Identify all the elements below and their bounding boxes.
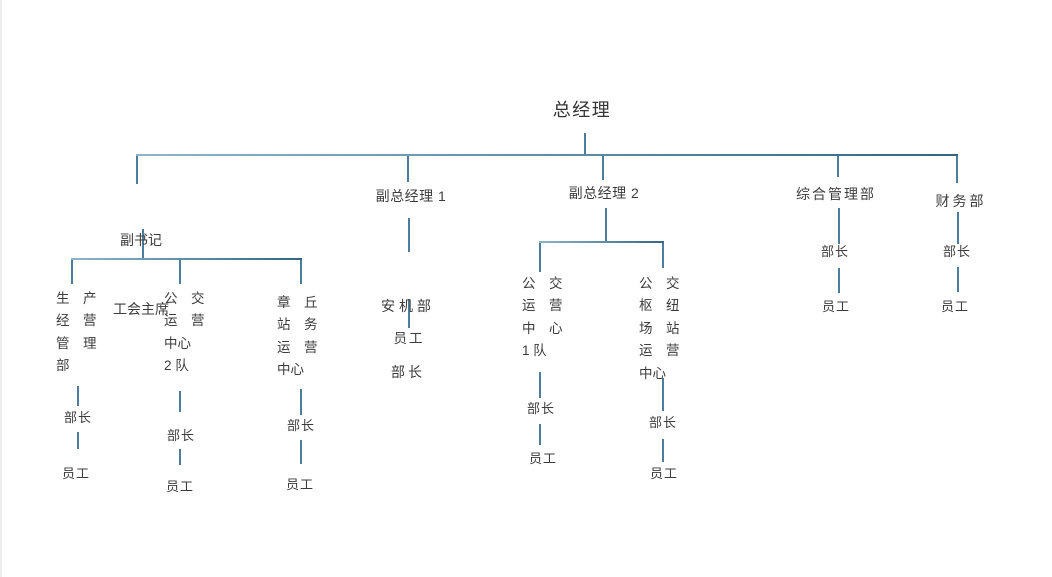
- dept-row: 中心: [639, 365, 666, 381]
- page-edge: [0, 0, 2, 577]
- dept-row: 运 营: [639, 343, 680, 359]
- connector-zq-to-head: [300, 389, 302, 415]
- connector-top-horizontal: [136, 154, 958, 156]
- label-staff-hub: 员工: [649, 466, 678, 481]
- dept-row: 中心: [164, 335, 191, 351]
- label-staff-anji: 员工: [393, 331, 425, 346]
- node-general-admin-dept: 综合管理部: [796, 186, 876, 202]
- connector-drop-deputy-secretary: [136, 156, 138, 184]
- dept-row: 运 营: [522, 298, 563, 314]
- label-head-bus2: 部长: [166, 428, 195, 443]
- connector-drop-finance: [956, 156, 958, 183]
- connector-hub-to-head: [662, 378, 664, 411]
- label-head-bus1: 部长: [526, 401, 555, 416]
- connector-admin-to-head: [838, 208, 840, 244]
- node-general-manager: 总经理: [552, 100, 612, 120]
- connector-prod-to-head: [77, 386, 79, 406]
- deputy-secretary-line2: 工会主席: [113, 301, 169, 317]
- connector-ds-vertical: [142, 229, 144, 259]
- connector-gm2-drop-2: [662, 243, 664, 268]
- label-staff-prod: 员工: [61, 466, 90, 481]
- dept-row: 2 队: [164, 358, 189, 374]
- anji-dept-name: 安机部: [381, 298, 435, 314]
- dept-row: 公 交: [639, 276, 680, 291]
- dept-row: 运 营: [277, 339, 318, 355]
- dept-row: 管 理: [56, 335, 97, 351]
- connector-hub-to-staff: [662, 439, 664, 462]
- node-finance-dept: 财务部: [935, 193, 987, 209]
- dept-row: 枢 纽: [639, 298, 680, 314]
- connector-gm2-horizontal: [539, 241, 664, 243]
- deputy-secretary-line1: 副书记: [120, 232, 162, 248]
- dept-row: 中心: [277, 362, 304, 378]
- node-deputy-gm2: 副总经理 2: [568, 185, 640, 201]
- connector-prod-to-staff: [77, 432, 79, 449]
- dept-row: 站 务: [277, 317, 318, 333]
- label-staff-general-admin: 员工: [821, 299, 850, 314]
- dept-row: 中 心: [522, 320, 563, 336]
- node-bus-operation-center-2: 公 交 运 营 中心 2 队: [164, 288, 205, 378]
- label-head-zhangqiu: 部长: [286, 418, 315, 433]
- node-bus-hub-station-center: 公 交 枢 纽 场 站 运 营 中心: [639, 273, 680, 385]
- label-head-prod: 部长: [63, 410, 92, 425]
- connector-ds-drop-2: [179, 260, 181, 284]
- connector-ds-drop-1: [71, 260, 73, 284]
- label-staff-zhangqiu: 员工: [285, 477, 314, 492]
- connector-fin-to-staff: [957, 267, 959, 292]
- connector-bus2-to-head: [179, 391, 181, 412]
- connector-gm2-vertical: [605, 208, 607, 242]
- connector-fin-to-head: [957, 212, 959, 244]
- connector-drop-deputy-gm2: [602, 156, 604, 180]
- connector-drop-general-admin: [837, 156, 839, 177]
- label-head-finance: 部长: [942, 244, 971, 259]
- connector-gm2-drop-1: [539, 243, 541, 272]
- dept-row: 运 营: [164, 313, 205, 329]
- node-anji-dept: 安机部 部长: [348, 251, 468, 427]
- connector-root-drop: [584, 133, 586, 155]
- node-zhangqiu-station-center: 章 丘 站 务 运 营 中心: [277, 292, 318, 382]
- dept-row: 1 队: [522, 343, 547, 359]
- dept-row: 公 交: [522, 276, 563, 291]
- connector-gm1-to-staff: [408, 299, 410, 328]
- connector-ds-drop-3: [300, 260, 302, 284]
- node-deputy-secretary: 副书记 工会主席: [81, 183, 201, 367]
- label-staff-bus2: 员工: [165, 479, 194, 494]
- node-deputy-gm1: 副总经理 1: [375, 188, 447, 204]
- dept-row: 部: [56, 358, 70, 374]
- dept-row: 场 站: [639, 320, 680, 336]
- label-staff-bus1: 员工: [528, 451, 557, 466]
- connector-ds-horizontal: [71, 258, 302, 260]
- connector-bus1-to-head: [539, 372, 541, 398]
- connector-zq-to-staff: [300, 440, 302, 464]
- node-bus-operation-center-1: 公 交 运 营 中 心 1 队: [522, 273, 563, 363]
- connector-drop-deputy-gm1: [407, 156, 409, 182]
- label-head-general-admin: 部长: [820, 244, 849, 259]
- connector-bus2-to-staff: [179, 449, 181, 465]
- dept-row: 经 营: [56, 313, 97, 329]
- connector-admin-to-staff: [838, 268, 840, 293]
- connector-gm1-to-dept: [408, 218, 410, 252]
- anji-dept-head: 部长: [391, 364, 425, 380]
- dept-row: 生 产: [56, 291, 97, 306]
- label-staff-finance: 员工: [940, 299, 969, 314]
- label-head-hub: 部长: [648, 415, 677, 430]
- connector-bus1-to-staff: [539, 424, 541, 445]
- dept-row: 章 丘: [277, 295, 318, 310]
- dept-row: 公 交: [164, 291, 205, 306]
- node-production-mgmt-dept: 生 产 经 营 管 理 部: [56, 288, 97, 378]
